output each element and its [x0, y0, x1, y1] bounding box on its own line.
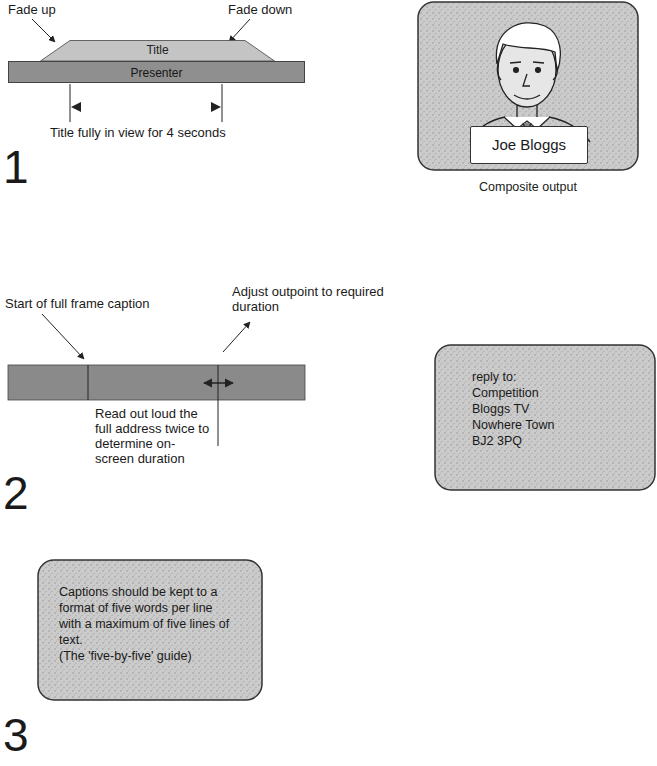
- drawing-part: [523, 74, 530, 86]
- marker-line: [88, 365, 89, 400]
- marker-line: [222, 84, 223, 122]
- annotation: Read out loud the full address twice to …: [95, 406, 213, 466]
- caption-text: Captions should be kept to a format of f…: [59, 584, 235, 648]
- timeline-band: [8, 365, 305, 400]
- panel-number: 2: [3, 470, 29, 516]
- leader-arrow: [223, 322, 250, 352]
- drawing-part: [510, 62, 544, 63]
- marker-arrowhead: [71, 102, 81, 112]
- leader-arrow: [229, 19, 250, 42]
- presenter-band: Presenter: [8, 61, 305, 83]
- address-line: reply to:: [472, 369, 655, 385]
- leader-arrow: [42, 314, 84, 359]
- caption-text: (The 'five-by-five' guide): [59, 648, 235, 664]
- drawing-part: [497, 64, 557, 80]
- leader-arrow: [32, 19, 55, 42]
- tv-screen: [38, 560, 262, 700]
- address-line: Bloggs TV: [472, 401, 655, 417]
- trapezoid: [41, 41, 275, 62]
- caption-text: Title: [40, 40, 275, 61]
- tv-screen: [418, 2, 638, 170]
- presenter-face: [470, 23, 590, 142]
- caption-text: Joe Bloggs: [471, 127, 587, 163]
- annotation: Title fully in view for 4 seconds: [50, 125, 226, 140]
- tv-screen: reply to:CompetitionBloggs TVNowhere Tow…: [435, 345, 655, 490]
- name-caption: Joe Bloggs: [470, 126, 588, 164]
- drawing-part: [536, 68, 541, 73]
- drawing-part: [514, 68, 519, 73]
- annotation: Fade up: [8, 2, 56, 17]
- annotation: Fade down: [228, 2, 292, 17]
- drawing-part: [514, 95, 540, 99]
- title-band: Title: [40, 40, 275, 61]
- panel-number: 1: [3, 144, 29, 190]
- tv-screen: [435, 345, 655, 490]
- panel-number: 3: [3, 712, 29, 758]
- address-line: Competition: [472, 385, 655, 401]
- marker-arrowhead: [211, 102, 221, 112]
- tv-screen: Captions should be kept to a format of f…: [38, 560, 262, 700]
- annotation: Start of full frame caption: [5, 296, 150, 311]
- annotation: Adjust outpoint to required duration: [232, 284, 412, 314]
- caption-text: Presenter: [9, 62, 304, 84]
- address-line: Nowhere Town: [472, 417, 655, 433]
- adjust-arrow: [204, 382, 233, 383]
- marker-line: [70, 84, 71, 122]
- tv-screen: Composite outputJoe Bloggs: [418, 2, 638, 170]
- address-line: BJ2 3PQ: [472, 433, 655, 449]
- marker-line: [218, 365, 219, 446]
- drawing-part: [496, 23, 560, 72]
- screen-caption: Composite output: [418, 180, 638, 195]
